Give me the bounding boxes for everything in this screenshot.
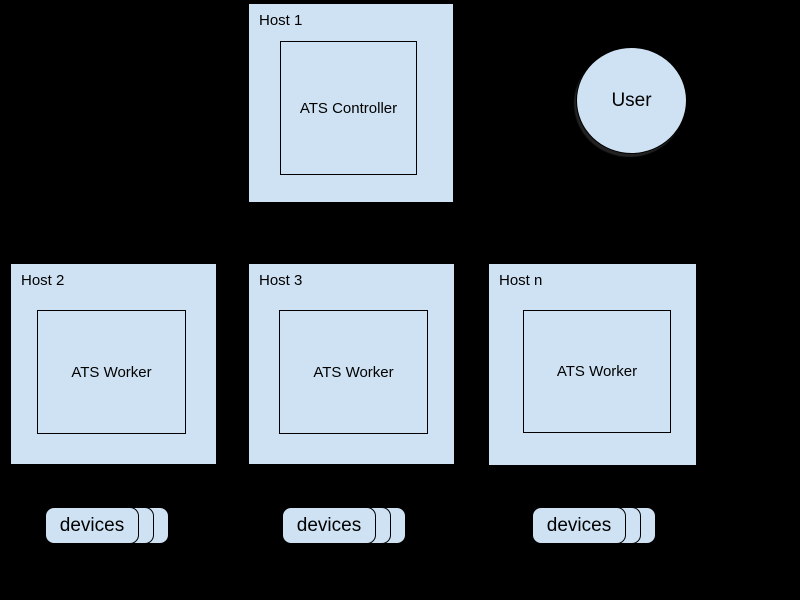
devices-card-front: devices	[45, 507, 139, 544]
devices-card-front: devices	[532, 507, 626, 544]
host-2-title: Host 2	[21, 272, 65, 289]
devices-stack-host-2: devices	[45, 507, 169, 544]
ats-controller-label: ATS Controller	[299, 99, 398, 117]
devices-label: devices	[59, 514, 125, 536]
devices-stack-host-n: devices	[532, 507, 656, 544]
ats-worker-label: ATS Worker	[556, 363, 638, 380]
user-label: User	[611, 89, 652, 111]
host-n-node: Host n ATS Worker	[488, 263, 697, 466]
ats-worker-label: ATS Worker	[71, 363, 152, 381]
ats-controller-node: ATS Controller	[280, 41, 417, 175]
ats-worker-node: ATS Worker	[279, 310, 428, 434]
ats-worker-node: ATS Worker	[523, 310, 671, 433]
ats-worker-node: ATS Worker	[37, 310, 186, 434]
devices-label: devices	[546, 514, 612, 536]
host-1-title: Host 1	[259, 12, 303, 29]
devices-label: devices	[296, 514, 362, 536]
host-1-node: Host 1 ATS Controller	[248, 3, 454, 203]
host-3-title: Host 3	[259, 272, 303, 289]
host-n-title: Host n	[499, 272, 543, 289]
host-2-node: Host 2 ATS Worker	[10, 263, 217, 465]
devices-stack-host-3: devices	[282, 507, 406, 544]
ats-worker-label: ATS Worker	[313, 363, 394, 381]
devices-card-front: devices	[282, 507, 376, 544]
host-3-node: Host 3 ATS Worker	[248, 263, 455, 465]
user-node: User	[576, 47, 687, 154]
